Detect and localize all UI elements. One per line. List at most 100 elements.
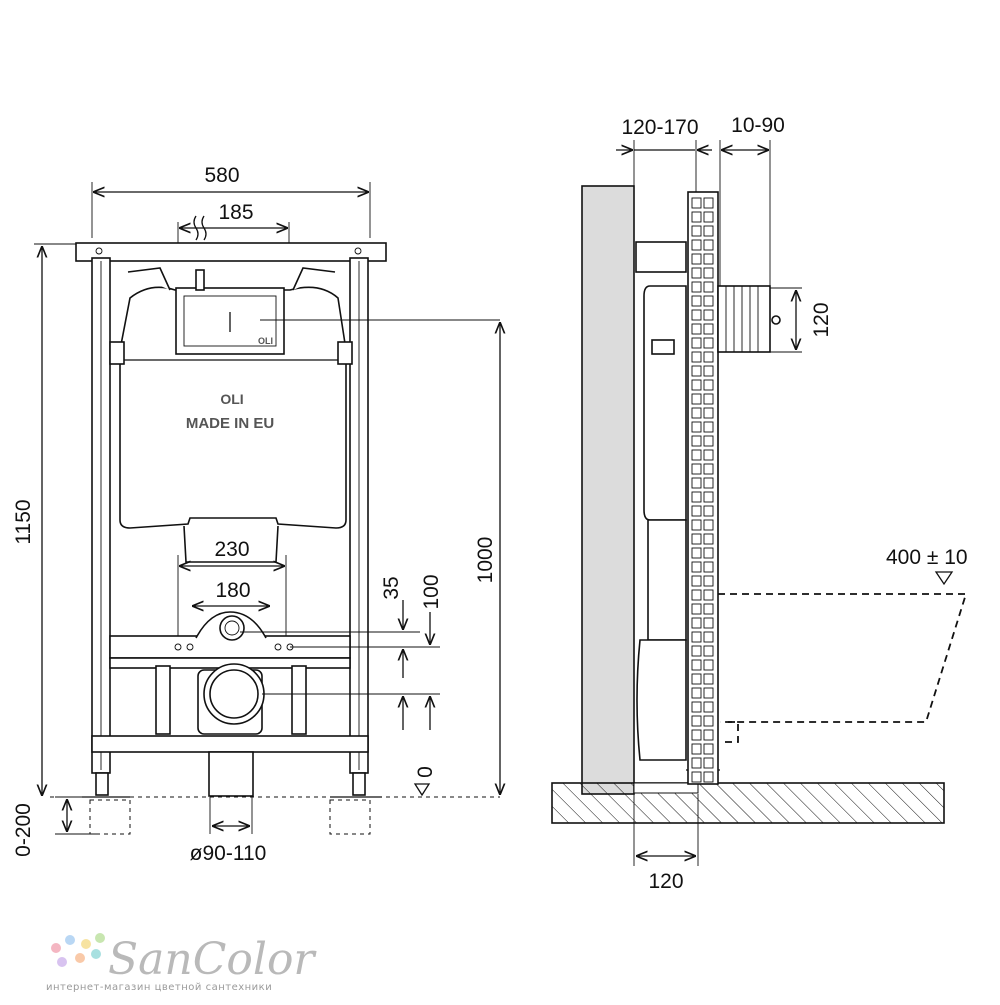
panel-cell	[703, 323, 714, 335]
panel-cell	[691, 771, 702, 783]
panel-cell	[703, 337, 714, 349]
panel-cell	[703, 449, 714, 461]
panel-cell	[703, 743, 714, 755]
panel-cell	[703, 561, 714, 573]
adjust-label: 0-200	[12, 803, 35, 857]
panel-cell	[703, 575, 714, 587]
front-view: 580 185 1150 0-200	[12, 164, 500, 865]
logo-dot	[81, 939, 91, 949]
panel-cell	[691, 253, 702, 265]
panel-cell	[703, 645, 714, 657]
panel-cell	[691, 393, 702, 405]
panel-cell	[691, 561, 702, 573]
panel-cell	[691, 701, 702, 713]
zero-level-marker: 0	[413, 766, 437, 797]
width-label: 580	[204, 164, 239, 187]
panel-cell	[703, 239, 714, 251]
panel-cell	[691, 533, 702, 545]
zero-level-label: 0	[414, 766, 437, 778]
panel-cell	[691, 519, 702, 531]
panel-cell	[703, 491, 714, 503]
panel-cell	[703, 211, 714, 223]
flush-width-dimension: 230	[177, 538, 287, 650]
panel-cell	[703, 281, 714, 293]
watermark-tagline: интернет-магазин цветной сантехники	[46, 982, 272, 993]
panel-cell	[703, 589, 714, 601]
pipe-height-dimension: 120	[770, 287, 833, 353]
panel-cell	[691, 687, 702, 699]
logo-dot	[65, 935, 75, 945]
panel-cell	[703, 659, 714, 671]
toilet-bowl-outline	[718, 593, 968, 743]
total-1000-dimension: 1000	[474, 322, 500, 795]
height-label: 1150	[12, 499, 35, 544]
cover-dimension: 10-90	[719, 114, 785, 286]
panel-cell	[691, 421, 702, 433]
cladding-panel	[687, 191, 719, 785]
floor-offset-label: 120	[648, 870, 683, 893]
panel-cell	[691, 729, 702, 741]
panel-cell	[703, 365, 714, 377]
panel-cell	[691, 449, 702, 461]
logo-dot	[91, 949, 101, 959]
flush-width-label: 230	[214, 538, 249, 561]
panel-cell	[703, 435, 714, 447]
sancolor-watermark: SanColor интернет-магазин цветной сантех…	[46, 933, 317, 993]
panel-cell	[691, 435, 702, 447]
adjust-dimension: 0-200	[12, 796, 100, 857]
panel-cell	[703, 393, 714, 405]
panel-cell	[691, 477, 702, 489]
panel-cell	[703, 463, 714, 475]
panel-cell	[691, 281, 702, 293]
floor	[551, 782, 945, 824]
panel-cell	[691, 743, 702, 755]
valve-brand: OLI	[258, 336, 273, 346]
panel-cell	[703, 715, 714, 727]
pipe-spacing-label: 185	[218, 201, 253, 224]
drain-outlet: ø90-110	[190, 663, 266, 865]
offset-100-dimension: 100	[403, 574, 443, 730]
panel-cell	[691, 631, 702, 643]
offset-35-dimension: 35	[380, 576, 403, 678]
panel-cell	[691, 239, 702, 251]
panel-cell	[703, 519, 714, 531]
pipe-spacing-dimension: 185	[177, 201, 290, 246]
panel-cell	[691, 575, 702, 587]
total-1000-label: 1000	[474, 537, 497, 584]
panel-cell	[691, 323, 702, 335]
panel-cell	[691, 225, 702, 237]
offset-100-label: 100	[420, 574, 443, 609]
panel-cell	[703, 351, 714, 363]
panel-cell	[703, 631, 714, 643]
panel-cell	[703, 687, 714, 699]
panel-cell	[703, 701, 714, 713]
panel-cell	[703, 197, 714, 209]
panel-cell	[703, 477, 714, 489]
panel-cell	[703, 757, 714, 769]
panel-cell	[691, 617, 702, 629]
panel-cell	[691, 295, 702, 307]
panel-cell	[703, 295, 714, 307]
offset-35-label: 35	[380, 576, 403, 599]
panel-cell	[691, 351, 702, 363]
panel-cell	[703, 617, 714, 629]
panel-cell	[703, 673, 714, 685]
wall-offset-dimension: 120-170	[616, 116, 712, 192]
panel-cell	[703, 225, 714, 237]
panel-cell	[691, 267, 702, 279]
panel-cell	[703, 309, 714, 321]
logo-dot	[95, 933, 105, 943]
panel-cell	[691, 715, 702, 727]
waste-pipe	[717, 285, 781, 353]
bolt-spacing-label: 180	[215, 579, 250, 602]
panel-cell	[703, 421, 714, 433]
panel-cell	[703, 533, 714, 545]
panel-cell	[691, 211, 702, 223]
panel-cell	[691, 379, 702, 391]
panel-cell	[703, 771, 714, 783]
brand-made-in: MADE IN EU	[186, 415, 274, 432]
cover-label: 10-90	[731, 114, 785, 137]
logo-dot	[51, 943, 61, 953]
seat-height-label: 400 ± 10	[886, 546, 968, 569]
